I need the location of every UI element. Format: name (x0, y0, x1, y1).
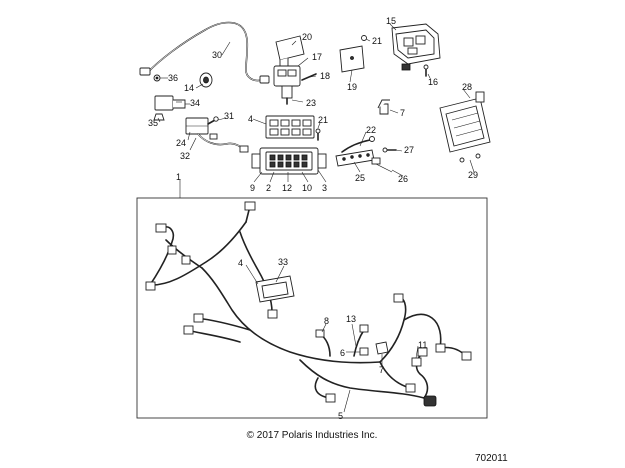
part-32-pigtail-harness (197, 133, 249, 153)
callout-31: 31 (224, 111, 234, 121)
callout-28: 28 (462, 82, 472, 92)
part-17-connector-block (273, 65, 301, 99)
part-7-bracket-upper (377, 99, 390, 115)
part-28-ecu (439, 91, 491, 153)
callout-34: 34 (190, 98, 200, 108)
callout-labels: 1 2 3 4 4 5 6 7 7 8 9 10 11 12 13 14 15 … (148, 16, 478, 421)
callout-26: 26 (398, 174, 408, 184)
part-34-relay (154, 95, 190, 111)
callout-30: 30 (212, 50, 222, 60)
callout-10: 10 (302, 183, 312, 193)
part-26-connector (371, 157, 393, 173)
callout-27: 27 (404, 145, 414, 155)
part-19-mounting-plate (339, 45, 365, 73)
callout-19: 19 (347, 82, 357, 92)
callout-18: 18 (320, 71, 330, 81)
part-22-lead (341, 136, 375, 153)
callout-1: 1 (176, 172, 181, 182)
callout-20: 20 (302, 32, 312, 42)
callout-9: 9 (250, 183, 255, 193)
part-11-connector (411, 357, 422, 367)
callout-2: 2 (266, 183, 271, 193)
callout-24: 24 (176, 138, 186, 148)
callout-4-upper: 4 (248, 114, 253, 124)
callout-14: 14 (184, 83, 194, 93)
part-21-screw-upper (361, 35, 367, 41)
leader-lines (157, 23, 475, 413)
diagram-number: 702011 (475, 453, 508, 464)
callout-22: 22 (366, 125, 376, 135)
part-15-fuse-box (391, 23, 441, 71)
part-7-bracket-lower (375, 341, 389, 355)
callout-16: 16 (428, 77, 438, 87)
callout-3: 3 (322, 183, 327, 193)
fuse-box-assembly (251, 147, 327, 175)
part-6-connector (359, 347, 369, 356)
callout-7-upper: 7 (400, 108, 405, 118)
part-16-screw (423, 64, 429, 77)
part-31-screw (207, 116, 219, 125)
callout-8: 8 (324, 316, 329, 326)
copyright-text: © 2017 Polaris Industries Inc. (247, 430, 378, 441)
callout-5: 5 (338, 411, 343, 421)
callout-17: 17 (312, 52, 322, 62)
part-1-main-harness (145, 201, 472, 407)
part-18-bolt (301, 73, 317, 81)
callout-7-lower: 7 (379, 365, 384, 375)
callout-32: 32 (180, 151, 190, 161)
part-4-inline-fuse-box (255, 275, 295, 303)
callout-6: 6 (340, 348, 345, 358)
callout-15: 15 (386, 16, 396, 26)
callout-36: 36 (168, 73, 178, 83)
callout-4-lower: 4 (238, 258, 243, 268)
part-24-module (185, 117, 209, 135)
callout-23: 23 (306, 98, 316, 108)
part-14-grommet (199, 72, 213, 88)
callout-29: 29 (468, 170, 478, 180)
main-harness-frame (136, 197, 488, 419)
callout-13: 13 (346, 314, 356, 324)
callout-21-upper: 21 (372, 36, 382, 46)
part-36-fastener (153, 74, 161, 82)
part-4-fuse-grid (265, 115, 315, 139)
callout-33: 33 (278, 257, 288, 267)
callout-21-lower: 21 (318, 115, 328, 125)
part-27-screw (382, 147, 397, 153)
part-21-screw-lower (315, 128, 321, 141)
callout-35: 35 (148, 118, 158, 128)
part-29-screws (459, 153, 481, 163)
callout-25: 25 (355, 173, 365, 183)
part-35-clip (153, 113, 165, 121)
callout-12: 12 (282, 183, 292, 193)
callout-11: 11 (418, 340, 427, 350)
part-30-lead-wire (139, 21, 270, 84)
